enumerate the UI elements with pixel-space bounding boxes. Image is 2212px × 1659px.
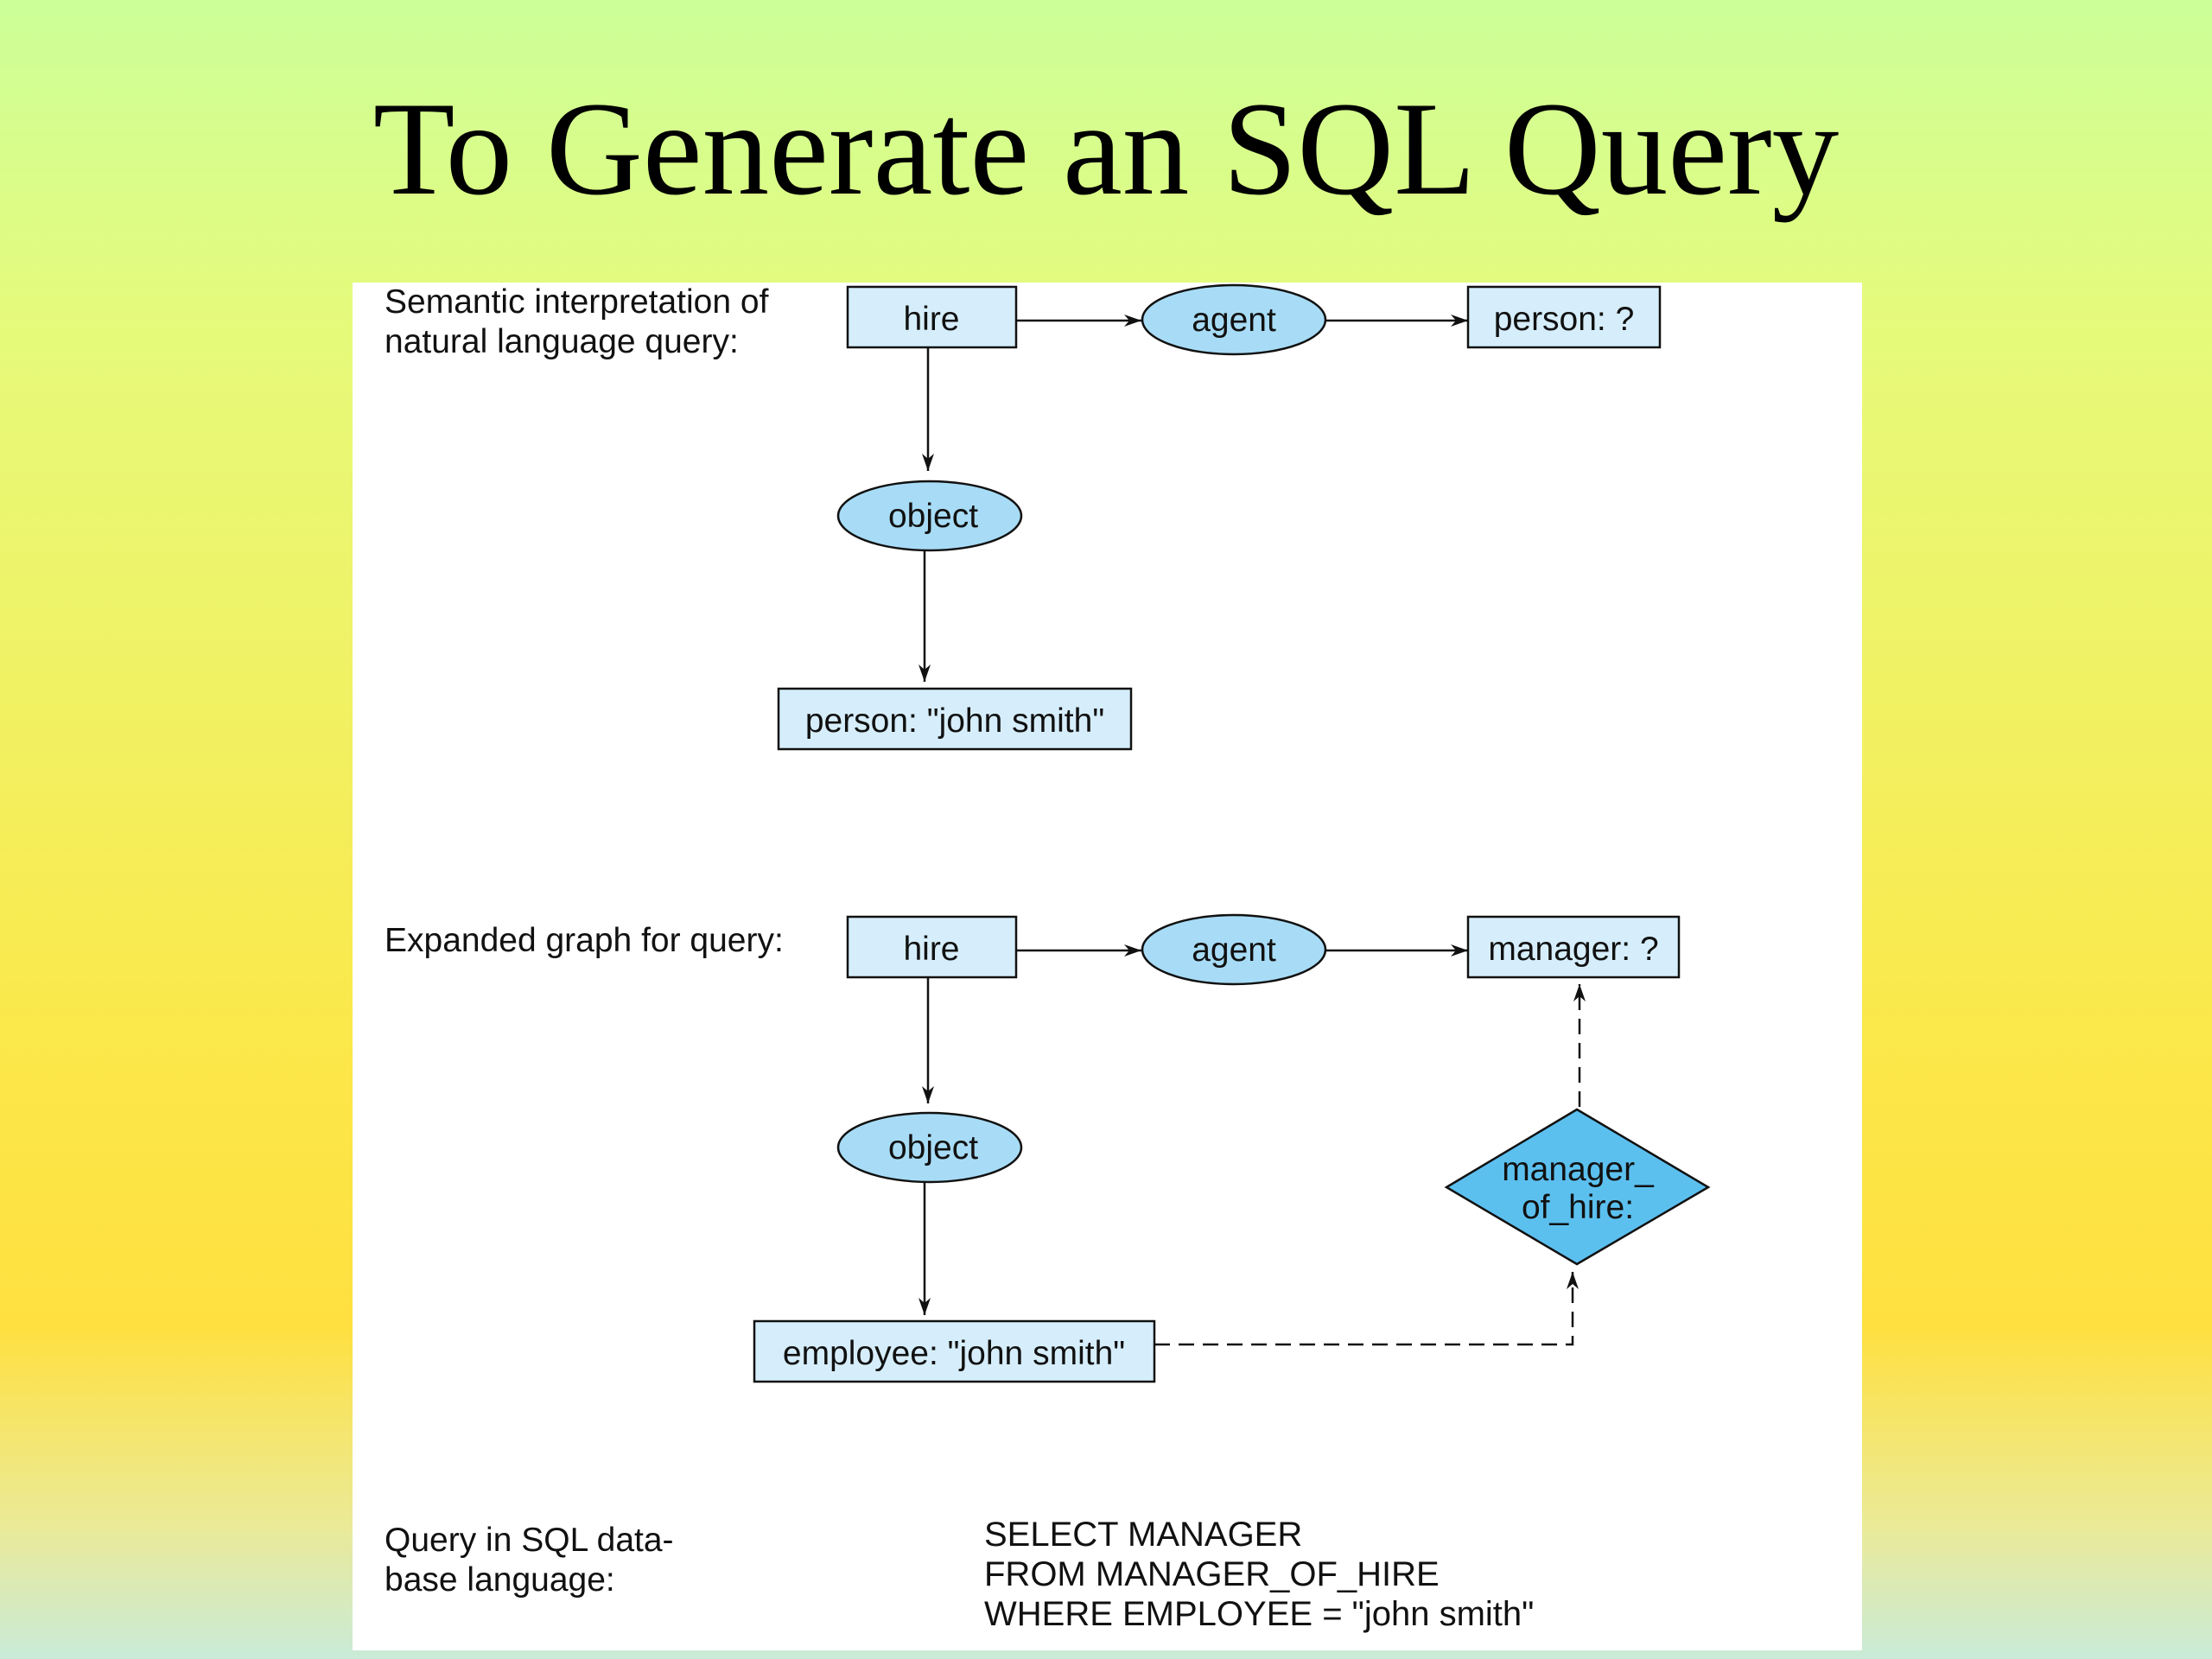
section1-graph: hire agent person: ? object person: "joh… [777,283,1662,751]
node-hire-1 [846,285,1018,349]
node-object-2-text: object [888,1129,978,1166]
sql-line-select: SELECT MANAGER [984,1516,1303,1554]
node-object-1 [836,480,1023,552]
node-hire-2 [846,915,1018,979]
node-hire-2-text: hire [903,931,959,968]
node-object-2 [836,1111,1023,1184]
node-manager-of-hire-text-1: manager_ [1502,1151,1655,1188]
node-agent-1-text: agent [1192,302,1276,339]
node-person-john [777,687,1133,751]
edge-employee-relation-dashed [1154,1272,1579,1346]
node-object-1-text: object [888,498,978,535]
node-manager-of-hire [1444,1108,1711,1266]
section2-label: Expanded graph for query: [385,922,784,959]
node-employee-john [753,1319,1156,1383]
node-employee-john-text: employee: "john smith" [783,1335,1125,1372]
sql-line-where: WHERE EMPLOYEE = "john smith" [984,1595,1535,1633]
node-person-unknown [1466,285,1662,349]
section1-label: Semantic interpretation of natural langu… [385,283,769,360]
section2-graph: hire agent manager: ? object employee: "… [753,913,1711,1383]
node-manager-unknown-text: manager: ? [1488,931,1658,968]
node-person-unknown-text: person: ? [1494,301,1635,338]
slide-title: To Generate an SQL Query [372,74,1840,223]
section3-label: Query in SQL data- base language: [385,1522,674,1599]
diagram-panel: Semantic interpretation of natural langu… [353,283,1862,1650]
node-manager-unknown [1466,915,1681,979]
node-hire-1-text: hire [903,301,959,338]
sql-line-from: FROM MANAGER_OF_HIRE [984,1555,1440,1593]
node-agent-2-text: agent [1192,931,1276,969]
sql-query: SELECT MANAGER FROM MANAGER_OF_HIRE WHER… [984,1515,1534,1634]
node-person-john-text: person: "john smith" [805,702,1104,740]
conceptual-graph: hire agent person: ? object person: "joh… [753,283,1711,1383]
node-manager-of-hire-text-2: of_hire: [1522,1189,1634,1226]
